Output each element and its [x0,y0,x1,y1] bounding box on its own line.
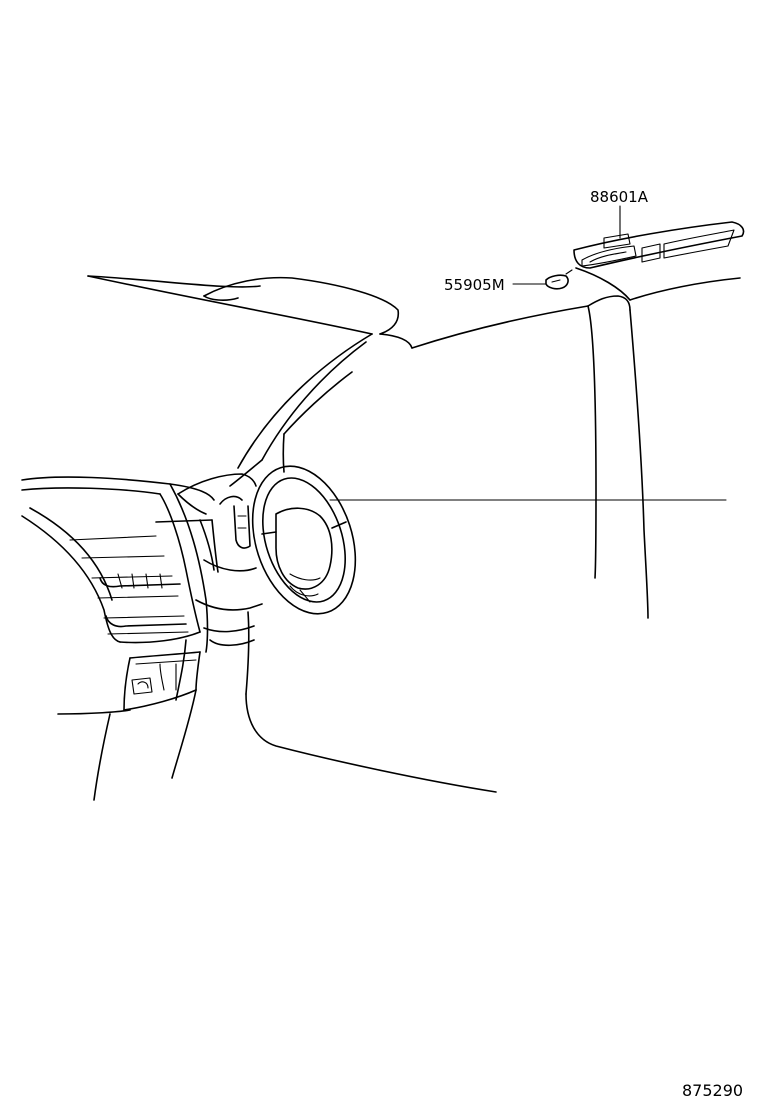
leader-lines [512,205,621,285]
b-pillar [575,267,741,619]
steering-column [177,473,497,793]
dashboard [21,476,215,653]
windshield-frame [229,305,589,487]
roof-outline [87,275,400,335]
steering-wheel [251,465,357,615]
overhead-console [573,221,745,269]
center-vents [69,535,189,635]
lower-center-panel [57,639,201,801]
callout-label-88601A: 88601A [590,188,649,206]
console-bulb [545,269,573,290]
illustration-number: 875290 [682,1081,743,1100]
callout-label-55905M: 55905M [444,276,505,294]
